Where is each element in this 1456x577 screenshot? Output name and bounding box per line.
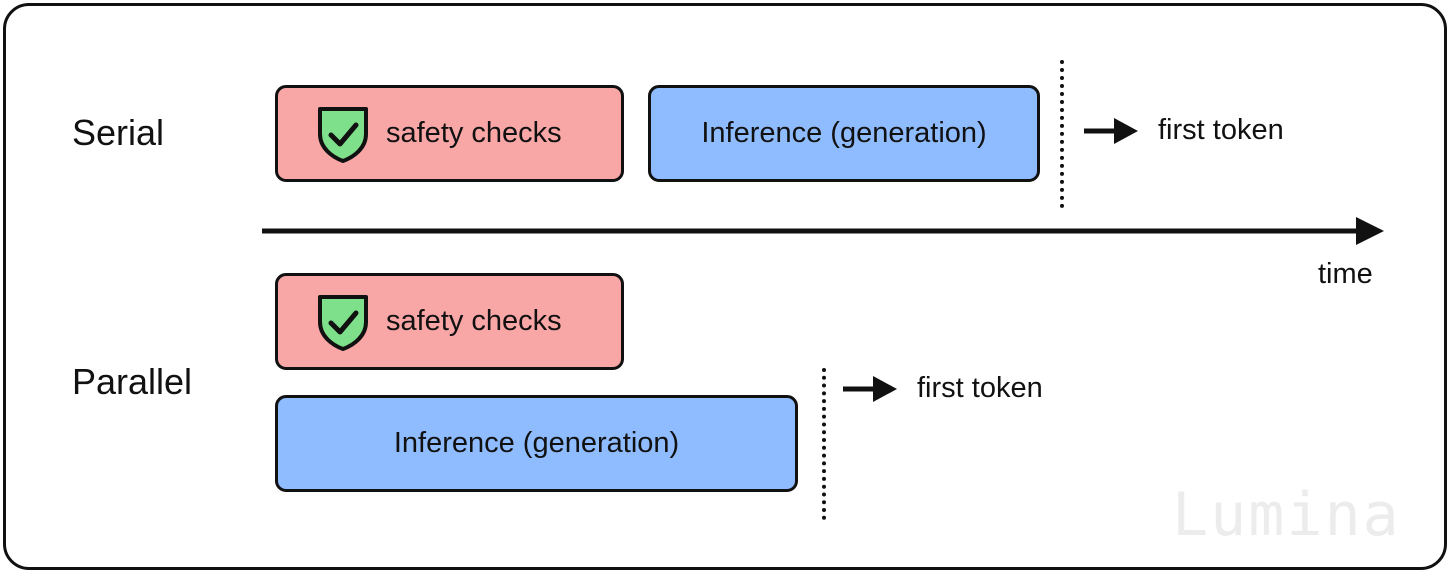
- serial-first-token: first token: [1084, 114, 1284, 147]
- time-axis: [262, 217, 1384, 245]
- arrow-right-icon: [843, 375, 897, 402]
- serial-inference-box: Inference (generation): [648, 85, 1040, 182]
- shield-check-icon: [318, 107, 368, 163]
- serial-safety-checks-label: safety checks: [386, 117, 562, 149]
- serial-safety-checks-box: safety checks: [275, 85, 624, 182]
- serial-inference-label: Inference (generation): [701, 117, 987, 149]
- time-axis-label: time: [1318, 258, 1373, 290]
- serial-first-token-marker: [1060, 60, 1064, 208]
- arrow-right-icon: [1084, 117, 1138, 144]
- shield-check-icon: [318, 295, 368, 351]
- parallel-safety-checks-box: safety checks: [275, 273, 624, 370]
- parallel-first-token: first token: [843, 372, 1043, 405]
- parallel-label: Parallel: [72, 361, 193, 402]
- parallel-first-token-label: first token: [917, 372, 1043, 404]
- parallel-inference-label: Inference (generation): [393, 427, 680, 459]
- watermark: Lumina: [1172, 480, 1401, 550]
- parallel-safety-checks-label: safety checks: [386, 305, 562, 337]
- parallel-inference-box: Inference (generation): [275, 395, 798, 492]
- serial-label: Serial: [72, 112, 165, 153]
- parallel-first-token-marker: [822, 368, 826, 520]
- serial-first-token-label: first token: [1158, 114, 1284, 146]
